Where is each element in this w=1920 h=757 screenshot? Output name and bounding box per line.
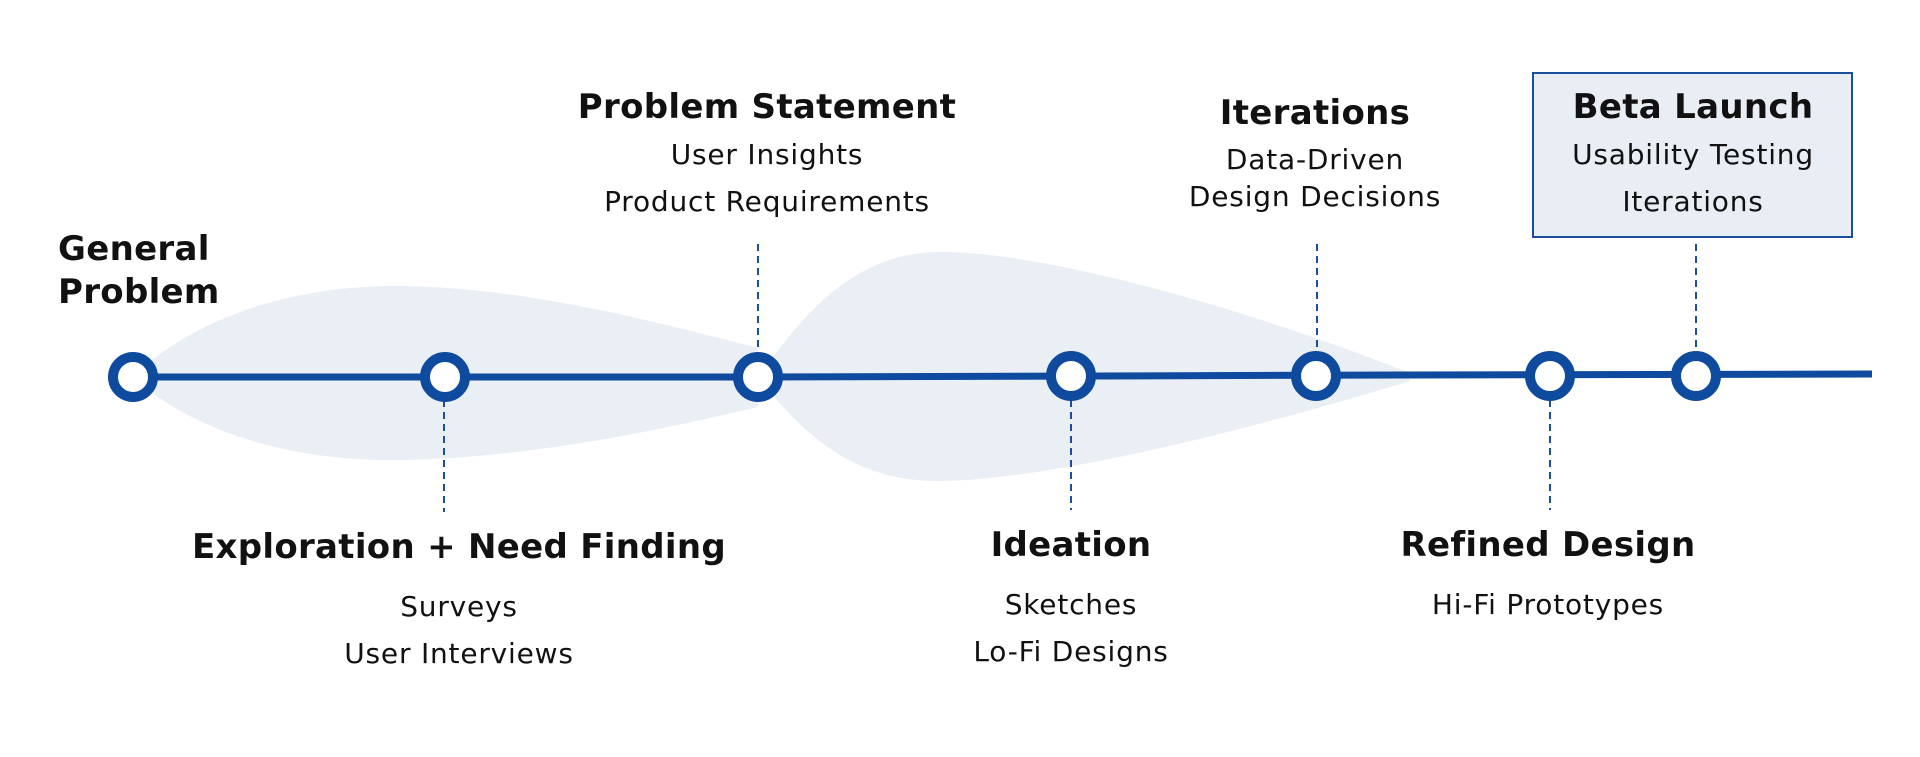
node-iterations xyxy=(1291,351,1341,401)
stage-item: Sketches xyxy=(1004,588,1138,622)
stage-title: Beta Launch xyxy=(1572,87,1814,127)
general-problem-label: General Problem xyxy=(58,229,220,312)
node-beta-launch xyxy=(1671,351,1721,401)
stage-title: Ideation xyxy=(990,525,1152,565)
stage-iterations: Iterations Data-Driven Design Decisions xyxy=(1188,93,1442,215)
node-exploration xyxy=(420,352,470,402)
stage-item: Iterations xyxy=(1622,185,1764,219)
stage-exploration: Exploration + Need Finding Surveys User … xyxy=(191,527,727,677)
node-problem-statement xyxy=(733,352,783,402)
stage-title: Exploration + Need Finding xyxy=(191,527,727,567)
stage-beta-launch: Beta Launch Usability Testing Iterations xyxy=(1572,87,1814,225)
stage-item: User Insights xyxy=(670,138,864,172)
stage-item: Surveys xyxy=(400,590,518,624)
node-general-problem xyxy=(108,352,158,402)
stage-item: Lo-Fi Designs xyxy=(973,635,1169,669)
stage-ideation: Ideation Sketches Lo-Fi Designs xyxy=(973,525,1169,675)
beta-launch-highlight-box xyxy=(1532,72,1853,238)
stage-item: User Interviews xyxy=(344,637,574,671)
stage-item: Data-Driven xyxy=(1225,143,1405,177)
stage-title: Iterations xyxy=(1219,93,1411,133)
stage-title: Refined Design xyxy=(1400,525,1696,565)
stage-title: Problem Statement xyxy=(577,87,957,127)
stage-item: Usability Testing xyxy=(1572,138,1814,172)
stage-problem-statement: Problem Statement User Insights Product … xyxy=(577,87,957,225)
timeline-line xyxy=(133,370,1873,381)
node-ideation xyxy=(1046,351,1096,401)
stage-item: Product Requirements xyxy=(604,185,930,219)
stage-item: Design Decisions xyxy=(1188,180,1442,214)
node-refined-design xyxy=(1525,351,1575,401)
stage-item: Hi-Fi Prototypes xyxy=(1431,588,1665,622)
stage-refined-design: Refined Design Hi-Fi Prototypes xyxy=(1400,525,1696,628)
